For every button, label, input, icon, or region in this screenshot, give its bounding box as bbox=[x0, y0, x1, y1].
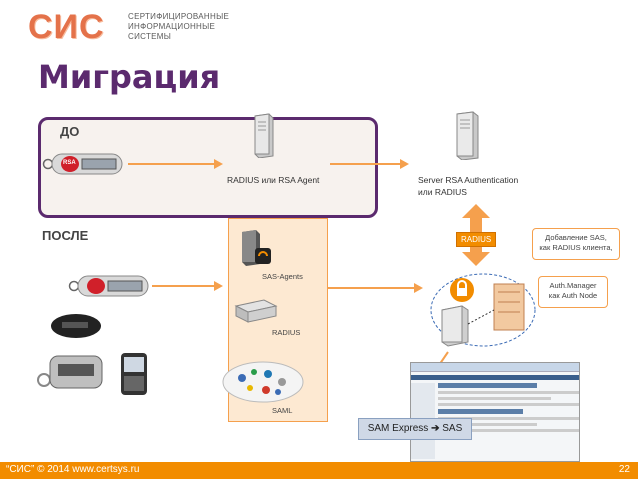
cloud-server-cluster-icon bbox=[428, 266, 538, 350]
server-label-2: или RADIUS bbox=[418, 187, 467, 197]
keyfob-token-icon bbox=[36, 350, 104, 392]
smartphone-icon bbox=[120, 352, 148, 396]
logo-line-2: ИНФОРМАЦИОННЫЕ bbox=[128, 22, 216, 31]
sas-agents-label: SAS-Agents bbox=[262, 272, 303, 281]
rsa-token-icon bbox=[42, 150, 124, 178]
arrow-tokens-to-panel bbox=[152, 278, 224, 294]
footer-bar: “СИС” © 2014 www.certsys.ru 22 bbox=[0, 462, 638, 479]
rsa-server-icon bbox=[454, 110, 480, 161]
note-auth-manager-line2: как Auth Node bbox=[548, 291, 598, 300]
agent-label: RADIUS или RSA Agent bbox=[227, 175, 320, 185]
logo-line-3: СИСТЕМЫ bbox=[128, 32, 172, 41]
server-icon bbox=[252, 112, 274, 159]
note-add-sas: Добавление SAS, как RADIUS клиента, bbox=[532, 228, 620, 260]
black-token-icon bbox=[50, 311, 102, 341]
footer-copyright: “СИС” © 2014 www.certsys.ru bbox=[6, 464, 140, 475]
sam-express-text: SAM Express bbox=[367, 423, 429, 434]
note-auth-manager: Auth.Manager как Auth Node bbox=[538, 276, 608, 308]
server-label-1: Server RSA Authentication bbox=[418, 175, 519, 185]
company-logo: СИС СЕРТИФИЦИРОВАННЫЕ ИНФОРМАЦИОННЫЕ СИС… bbox=[28, 8, 229, 46]
sam-express-label: SAM Express ➔ SAS bbox=[358, 418, 472, 440]
arrow-agent-to-server bbox=[330, 156, 410, 172]
page-number: 22 bbox=[618, 464, 630, 475]
sas-console-screenshot bbox=[410, 362, 580, 462]
logo-line-1: СЕРТИФИЦИРОВАННЫЕ bbox=[128, 12, 230, 21]
sas-text: SAS bbox=[442, 423, 463, 434]
before-label: ДО bbox=[60, 124, 80, 139]
after-label: ПОСЛЕ bbox=[42, 228, 89, 243]
rsa-token-after-icon bbox=[68, 272, 150, 300]
arrow-panel-to-cloud bbox=[328, 280, 424, 296]
note-auth-manager-line1: Auth.Manager bbox=[549, 281, 597, 290]
cloud-apps-icon bbox=[220, 358, 306, 404]
page-title: Миграция bbox=[38, 58, 221, 96]
arrow-right-icon: ➔ bbox=[431, 423, 440, 434]
saml-label: SAML bbox=[272, 406, 293, 415]
radius-device-icon bbox=[234, 296, 278, 326]
note-add-sas-line2: как RADIUS клиента, bbox=[539, 243, 613, 252]
arrow-token-to-agent bbox=[128, 156, 224, 172]
logo-mark: СИС bbox=[28, 8, 105, 46]
sas-agent-server-icon bbox=[238, 228, 274, 268]
rsa-token-brand: RSA bbox=[63, 160, 76, 166]
radius-tag: RADIUS bbox=[456, 232, 497, 247]
note-add-sas-line1: Добавление SAS, bbox=[545, 233, 607, 242]
radius-label: RADIUS bbox=[272, 328, 301, 337]
